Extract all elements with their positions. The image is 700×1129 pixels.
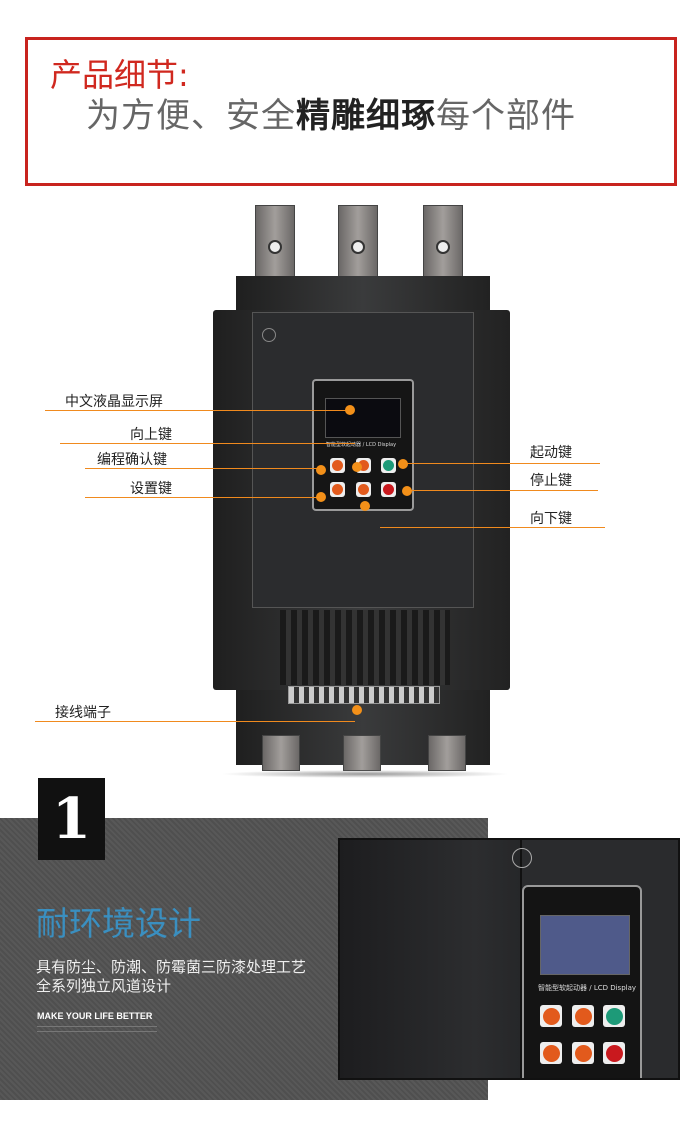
bottom-terminal (343, 735, 381, 771)
closeup-lcd-label: / LCD Display (589, 984, 637, 992)
program-key[interactable] (330, 458, 345, 473)
fine-print (37, 1031, 157, 1032)
label-lcd: 中文液晶显示屏 (65, 394, 163, 410)
down-key[interactable] (356, 482, 371, 497)
callout-dot (316, 465, 326, 475)
callout-dot (352, 705, 362, 715)
closeup-lcd (540, 915, 630, 975)
stop-key[interactable] (603, 1042, 625, 1064)
callout-line (85, 497, 320, 498)
feature-number: 1 (38, 778, 105, 860)
label-up-key: 向上键 (130, 427, 172, 443)
slogan: MAKE YOUR LIFE BETTER (37, 1011, 153, 1021)
bottom-terminal (428, 735, 466, 771)
callout-line (408, 490, 598, 491)
feature-line-2: 全系列独立风道设计 (36, 977, 172, 995)
header-title: 产品细节: (50, 56, 189, 94)
terminal-strip (288, 686, 440, 704)
start-key[interactable] (381, 458, 396, 473)
lcd-screen (325, 398, 401, 438)
bolt-icon (351, 240, 365, 254)
label-set-key: 设置键 (130, 481, 172, 497)
up-key[interactable] (572, 1005, 594, 1027)
callout-line (400, 463, 600, 464)
callout-dot (398, 459, 408, 469)
fine-print (37, 1026, 157, 1027)
feature-line-1: 具有防尘、防潮、防霉菌三防漆处理工艺 (36, 958, 307, 976)
callout-dot (345, 405, 355, 415)
ccc-mark-icon (262, 328, 276, 342)
start-key[interactable] (603, 1005, 625, 1027)
callout-line (380, 527, 605, 528)
program-key[interactable] (540, 1005, 562, 1027)
shadow (220, 770, 510, 778)
down-key[interactable] (572, 1042, 594, 1064)
callout-dot (352, 462, 362, 472)
bolt-icon (436, 240, 450, 254)
callout-line (35, 721, 355, 722)
label-program-key: 编程确认键 (97, 452, 167, 468)
callout-dot (402, 486, 412, 496)
label-stop-key: 停止键 (530, 473, 572, 489)
set-key[interactable] (540, 1042, 562, 1064)
callout-line (45, 410, 350, 411)
ccc-mark-icon (512, 848, 532, 868)
lcd-label: / LCD Display (362, 442, 397, 448)
bottom-terminal (262, 735, 300, 771)
label-terminal: 接线端子 (55, 705, 111, 721)
closeup-lcd-caption: 智能型软起动器 (538, 984, 587, 992)
closeup-photo: 智能型软起动器 / LCD Display (338, 838, 680, 1080)
device-top (236, 276, 490, 312)
feature-title: 耐环境设计 (36, 904, 201, 943)
bolt-icon (268, 240, 282, 254)
callout-line (60, 443, 355, 444)
callout-line (85, 468, 320, 469)
set-key[interactable] (330, 482, 345, 497)
label-down-key: 向下键 (530, 511, 572, 527)
header-subtitle: 为方便、安全精雕细琢每个部件 (86, 96, 576, 136)
vent-grille (280, 610, 450, 685)
label-start-key: 起动键 (530, 445, 572, 461)
lcd-caption: 智能型软起动器 (326, 442, 362, 448)
callout-dot (360, 501, 370, 511)
stop-key[interactable] (381, 482, 396, 497)
header-box: 产品细节: 为方便、安全精雕细琢每个部件 (25, 37, 677, 186)
callout-dot (316, 492, 326, 502)
